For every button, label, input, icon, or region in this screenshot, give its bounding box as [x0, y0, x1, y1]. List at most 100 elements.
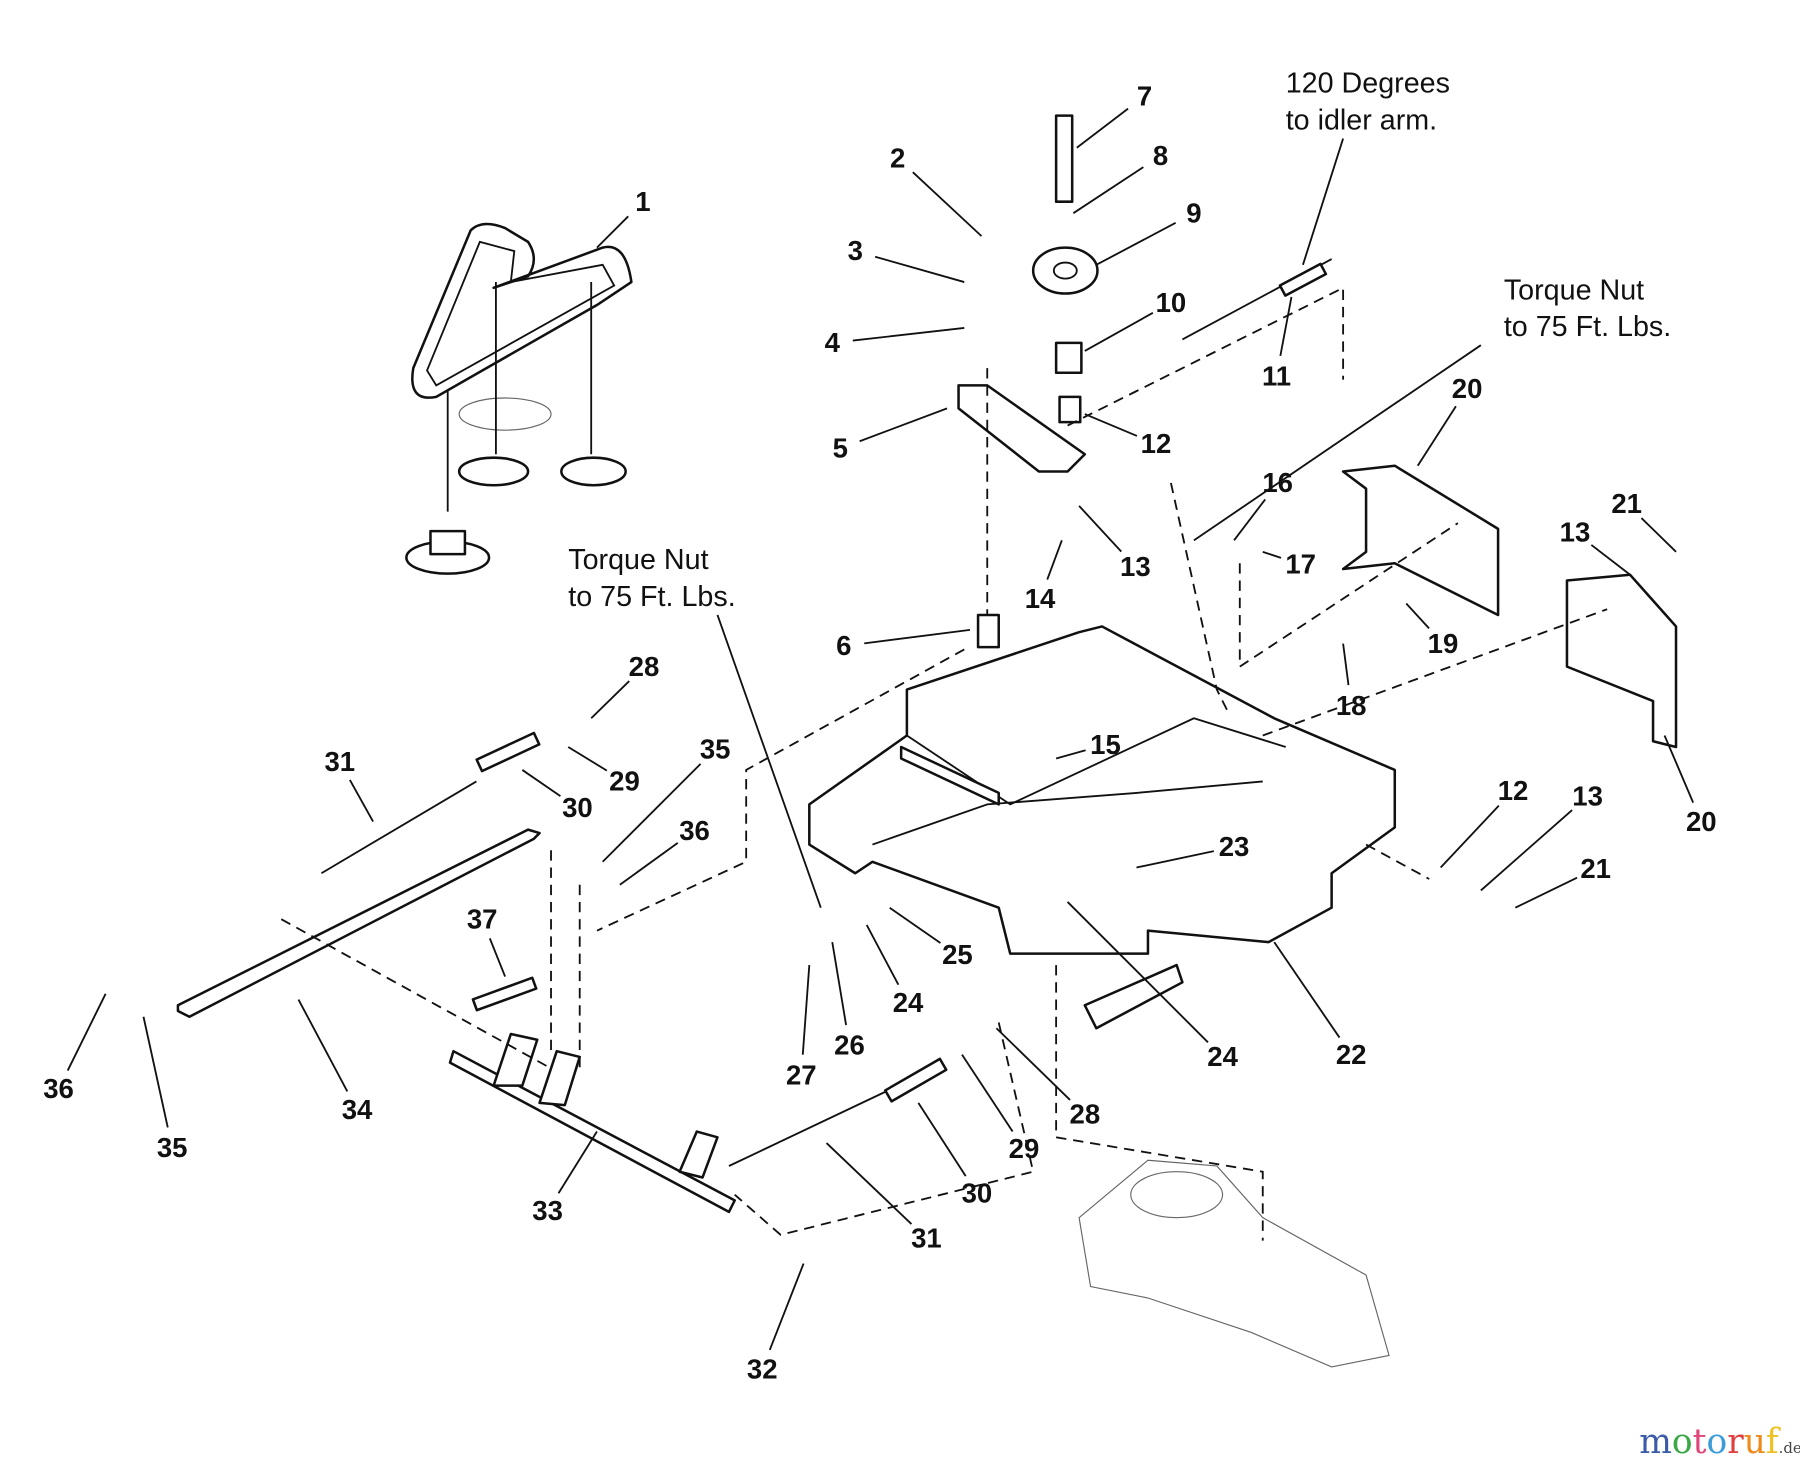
callout-29: 29: [609, 766, 640, 797]
callout-18: 18: [1336, 690, 1367, 721]
leader-line: [874, 255, 965, 283]
spring: [883, 1057, 948, 1103]
callout-28: 28: [1070, 1099, 1101, 1130]
leader-line: [912, 171, 983, 237]
callout-31: 31: [911, 1222, 942, 1253]
leader-line: [1440, 805, 1500, 869]
callout-14: 14: [1025, 583, 1056, 614]
callout-27: 27: [786, 1059, 817, 1090]
leader-line: [1416, 405, 1457, 467]
pulley: [560, 456, 627, 487]
callout-24: 24: [1207, 1041, 1238, 1072]
callout-9: 9: [1186, 197, 1201, 228]
bushing: [1058, 395, 1082, 424]
leader-line: [859, 407, 948, 443]
frame-crossmember: [906, 717, 1286, 806]
leader-line: [801, 965, 811, 1055]
callout-12: 12: [1498, 775, 1529, 806]
callout-25: 25: [942, 939, 973, 970]
callout-26: 26: [834, 1030, 865, 1061]
callout-7: 7: [1137, 80, 1152, 111]
control-rod: [176, 828, 541, 1019]
callout-29: 29: [1009, 1133, 1040, 1164]
leader-line: [142, 1016, 169, 1128]
note-1-line2: to idler arm.: [1286, 104, 1437, 136]
callout-30: 30: [962, 1178, 993, 1209]
callout-21: 21: [1611, 488, 1642, 519]
assembly-line: [1365, 843, 1430, 880]
note-leader: [716, 614, 822, 908]
part-drawings: [176, 114, 1678, 1368]
callout-1: 1: [635, 186, 650, 217]
callout-33: 33: [532, 1195, 563, 1226]
callout-8: 8: [1153, 140, 1168, 171]
leader-line: [557, 1131, 598, 1194]
callout-10: 10: [1156, 287, 1187, 318]
leader-line: [889, 906, 941, 944]
callout-36: 36: [679, 815, 710, 846]
leader-line: [1233, 498, 1266, 541]
callout-4: 4: [825, 327, 841, 358]
leader-line: [1663, 735, 1695, 803]
leader-line: [488, 938, 506, 977]
callout-13: 13: [1120, 551, 1151, 582]
spacer: [1054, 341, 1083, 375]
note-leader: [1193, 344, 1482, 542]
transaxle-pulley: [1130, 1171, 1224, 1219]
leader-line: [1273, 941, 1341, 1039]
leader-line: [1405, 602, 1430, 630]
assembly-line: [734, 1022, 1035, 1236]
shaft-arm: [492, 1032, 539, 1087]
leader-line: [917, 1102, 967, 1177]
callout-20: 20: [1452, 373, 1483, 404]
callout-13: 13: [1572, 781, 1603, 812]
callout-34: 34: [342, 1094, 373, 1125]
mounting-bracket: [1341, 464, 1500, 617]
frame-crossmember: [872, 780, 1263, 846]
frame-plate: [899, 745, 1000, 806]
watermark: motoruf.de: [1639, 1422, 1800, 1462]
assembly-line: [596, 648, 965, 932]
pulley: [457, 456, 530, 487]
leader-line: [768, 1263, 805, 1351]
leader-line: [521, 769, 561, 797]
callout-15: 15: [1090, 729, 1121, 760]
leader-line: [66, 993, 107, 1071]
leader-line: [1084, 312, 1154, 352]
watermark-logo: motoruf.de: [1639, 1422, 1800, 1462]
leader-line: [995, 1027, 1071, 1101]
spring: [475, 731, 541, 773]
idler-pulley: [1031, 246, 1099, 295]
leader-line: [1046, 540, 1063, 580]
leader-line: [852, 327, 965, 342]
leader-line: [1514, 876, 1578, 909]
callout-32: 32: [747, 1353, 778, 1384]
note-2-line2: to 75 Ft. Lbs.: [1504, 311, 1671, 343]
leader-line: [825, 1142, 913, 1225]
callout-37: 37: [467, 903, 498, 934]
leader-line: [1066, 901, 1209, 1043]
leader-line: [602, 763, 702, 863]
callout-21: 21: [1580, 853, 1611, 884]
assembly-line: [1238, 522, 1459, 669]
leader-line: [297, 999, 349, 1092]
spring-cable: [728, 1090, 887, 1167]
callout-28: 28: [629, 651, 660, 682]
belt: [411, 222, 633, 399]
leader-line: [590, 680, 630, 719]
assembly-line: [1067, 286, 1345, 427]
transaxle: [1078, 1159, 1390, 1368]
spring: [471, 976, 538, 1012]
leader-line: [596, 215, 629, 249]
spring-cable: [320, 780, 477, 875]
shaft-arm: [678, 1130, 719, 1179]
note-2-line1: Torque Nut: [1504, 274, 1644, 306]
callout-35: 35: [157, 1132, 188, 1163]
callout-30: 30: [562, 792, 593, 823]
callout-22: 22: [1336, 1039, 1367, 1070]
leader-line: [1590, 544, 1631, 576]
leader-line: [1076, 107, 1129, 149]
frame: [808, 625, 1397, 955]
